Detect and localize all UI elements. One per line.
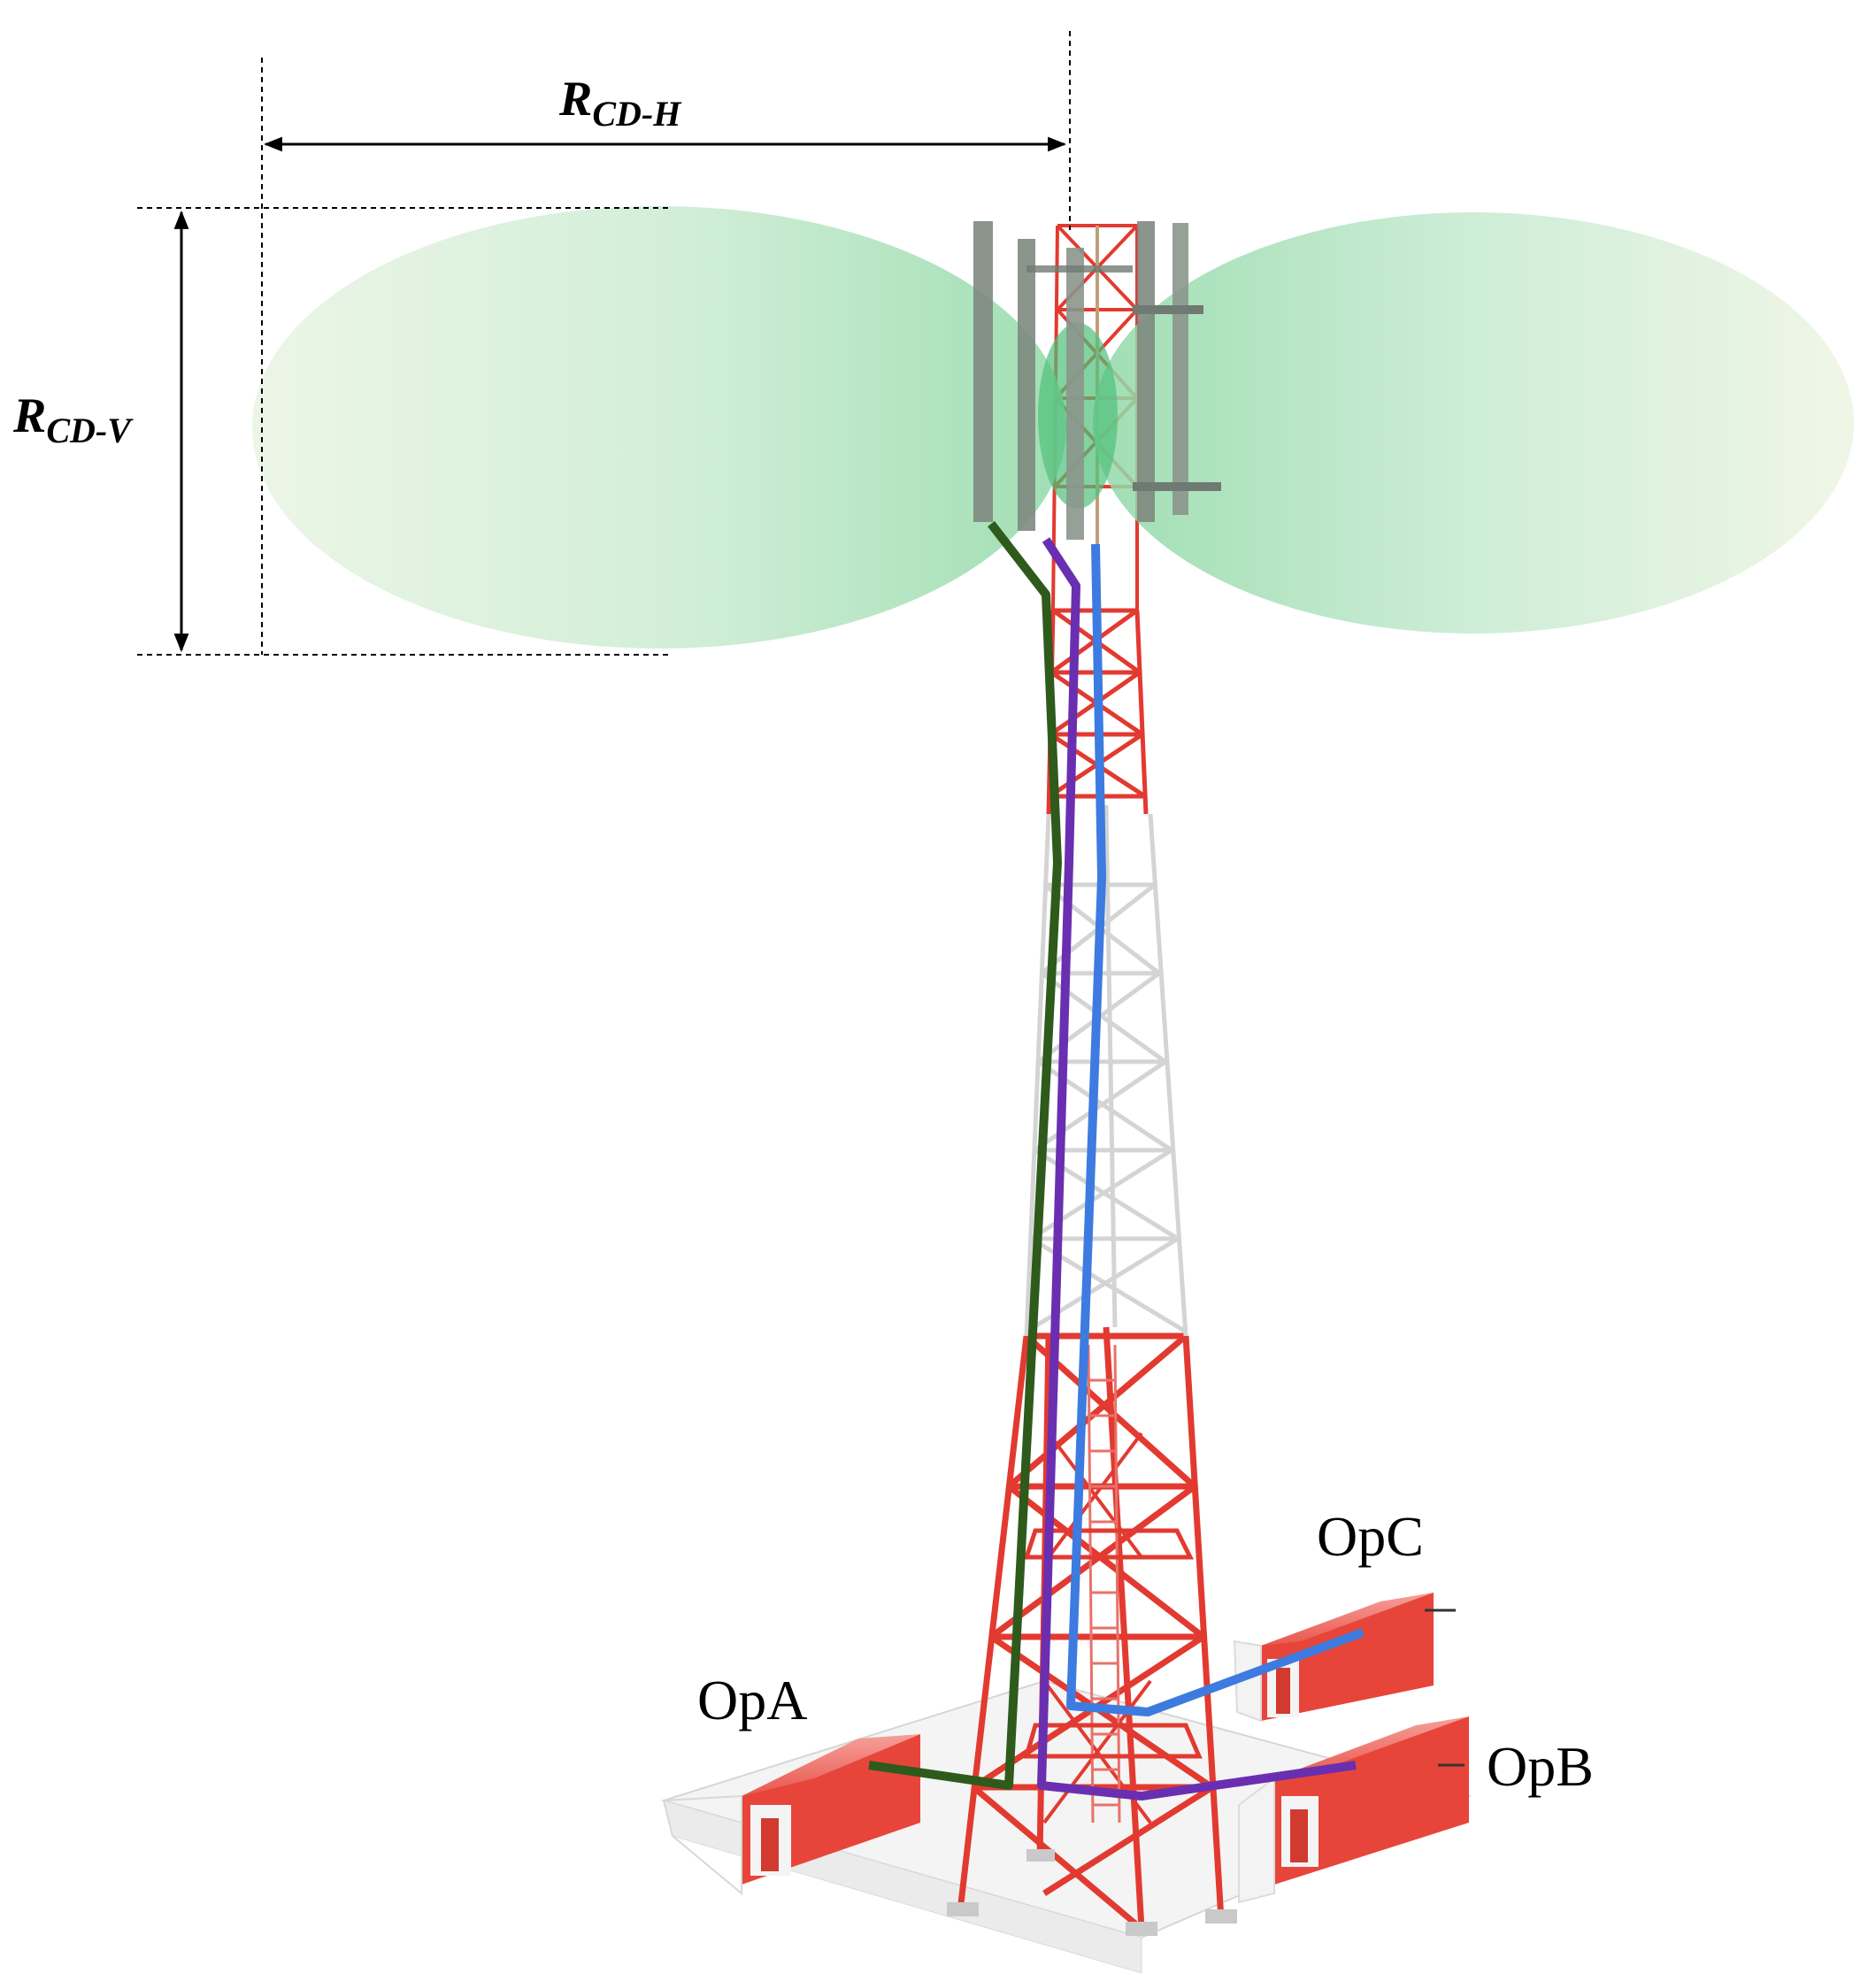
tower-feet — [947, 1849, 1237, 1936]
operator-label-opb: OpB — [1487, 1735, 1594, 1798]
cable-opc — [1066, 543, 1365, 1716]
operator-label-opc: OpC — [1317, 1505, 1424, 1568]
antenna-panel — [1018, 239, 1035, 531]
tower-ladder — [1087, 1344, 1121, 1824]
antenna-panel — [1137, 221, 1155, 522]
beam-right-lobe — [1093, 212, 1854, 633]
radiation-beam — [252, 206, 1854, 649]
cable-opa — [868, 520, 1062, 1790]
antenna-mount-bar — [1133, 305, 1203, 314]
dimension-vertical-label: RCD-V — [12, 388, 134, 450]
antenna-panel — [1172, 223, 1188, 515]
antenna-panel — [1066, 248, 1084, 540]
operator-label-opa: OpA — [697, 1669, 807, 1731]
dimension-horizontal: RCD-H — [263, 72, 1067, 152]
antenna-mount-bar — [1133, 482, 1221, 491]
antenna-mount-bar — [1026, 265, 1133, 273]
tower-service-platform — [1023, 1528, 1203, 1759]
cable-opb — [1037, 537, 1357, 1801]
cable-connectors — [1425, 1609, 1465, 1767]
shelter-opc — [1233, 1593, 1434, 1723]
dimension-guides — [137, 31, 1071, 656]
dimension-vertical: RCD-V — [12, 210, 189, 653]
shelter-opb — [1238, 1716, 1469, 1904]
dimension-horizontal-label: RCD-H — [558, 72, 682, 134]
shelter-opa — [662, 1734, 920, 1896]
beam-left-lobe — [252, 206, 1066, 649]
antenna-array — [973, 221, 1221, 540]
antenna-panel — [973, 221, 993, 522]
